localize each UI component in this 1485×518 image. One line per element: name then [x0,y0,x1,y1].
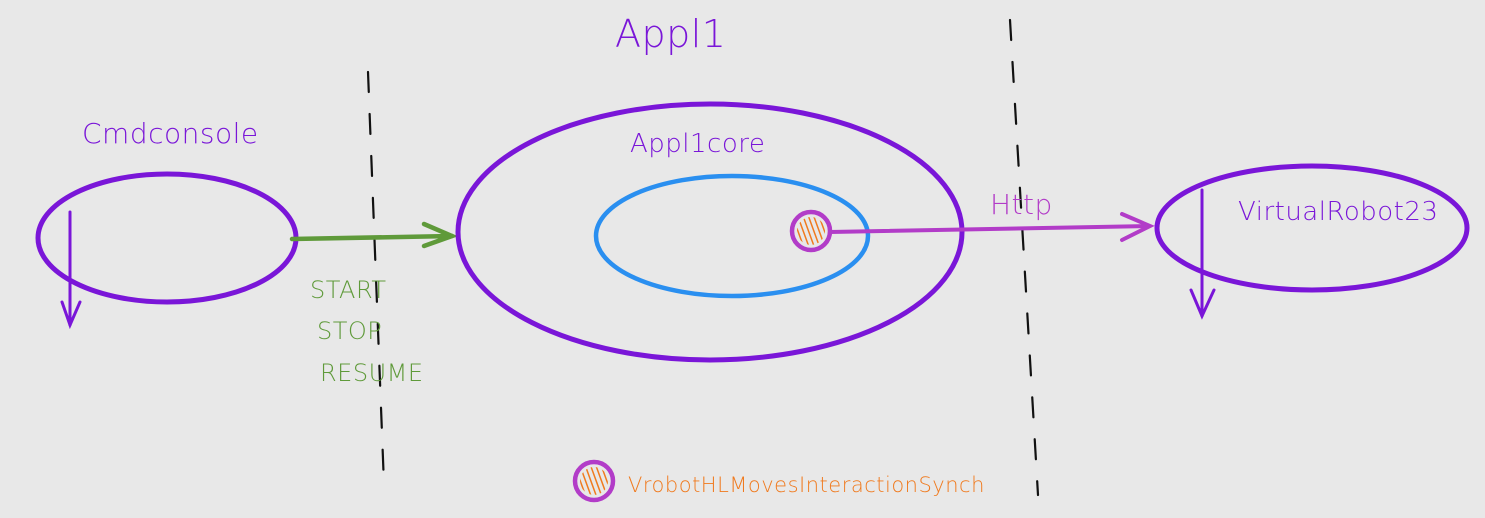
legend-label: VrobotHLMovesInteractionSynch [628,473,985,497]
command-stop-label: STOP [317,317,382,345]
boundary-right-dashed-line [1008,18,1040,497]
command-arrow [289,221,459,249]
diagram-title: Appl1 [615,12,726,56]
http-arrow [828,212,1155,242]
vrobot-actor-icon [789,209,833,253]
http-label: Http [990,188,1053,221]
appl1core-label: Appl1core [630,129,765,159]
legend-actor-icon [572,459,616,503]
virtualrobot-label: VirtualRobot23 [1238,197,1438,227]
virtualrobot-node [1154,163,1470,293]
boundary-left-dashed-line [366,70,386,487]
virtualrobot-thread-arrow [1189,188,1216,320]
command-start-label: START [310,276,387,304]
appl1core-node [593,173,871,299]
appl1-node [455,101,965,363]
cmdconsole-label: Cmdconsole [82,117,259,150]
command-resume-label: RESUME [320,359,424,387]
cmdconsole-thread-arrow [60,210,82,330]
cmdconsole-node [35,171,299,305]
